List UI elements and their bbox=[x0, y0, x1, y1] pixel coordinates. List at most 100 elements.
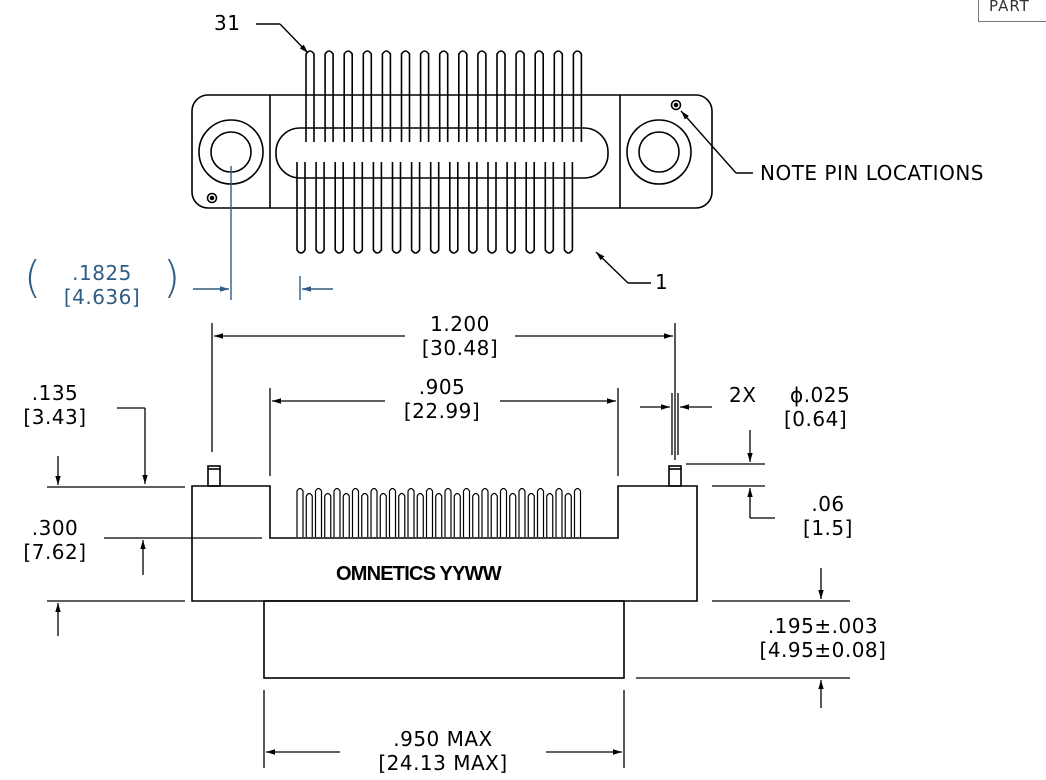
contact-pin-top bbox=[572, 50, 583, 142]
cavity-width-in: .905 bbox=[418, 375, 466, 399]
note-pin-locations: NOTE PIN LOCATIONS bbox=[760, 161, 984, 185]
front-contact bbox=[527, 492, 535, 537]
contact-pin-bottom bbox=[410, 162, 421, 254]
top-view bbox=[191, 50, 713, 254]
front-contact bbox=[462, 487, 471, 537]
front-contact bbox=[509, 492, 517, 537]
front-contact bbox=[342, 492, 350, 537]
overall-width-mm: [30.48] bbox=[421, 336, 499, 360]
front-contact bbox=[416, 492, 424, 537]
contact-pin-top bbox=[343, 50, 353, 142]
callout-pin-1: 1 bbox=[655, 270, 669, 294]
contact-pin-top bbox=[553, 50, 564, 142]
contact-pin-top bbox=[458, 50, 468, 142]
tail-height-mm: [4.95±0.08] bbox=[759, 638, 887, 662]
contact-pin-top bbox=[324, 50, 334, 142]
contact-pin-bottom bbox=[449, 162, 459, 254]
insulator-slot bbox=[275, 127, 609, 179]
note-pin-locations-leader bbox=[680, 110, 753, 174]
contact-pin-bottom bbox=[353, 162, 364, 254]
contact-pin-bottom bbox=[487, 162, 497, 254]
front-contact bbox=[407, 487, 415, 537]
front-contact bbox=[499, 487, 508, 537]
front-contact bbox=[435, 492, 443, 537]
right-mount-hole-inner bbox=[638, 131, 680, 173]
tail-width-in: .950 MAX bbox=[393, 727, 493, 751]
front-view-dimensions bbox=[47, 323, 850, 768]
reference-paren-close: ) bbox=[163, 252, 181, 303]
front-contact bbox=[546, 492, 554, 537]
pin-diameter-qty: 2X bbox=[729, 383, 757, 407]
overall-width-in: 1.200 bbox=[430, 312, 490, 336]
contact-pin-top bbox=[477, 50, 487, 142]
contact-pin-bottom bbox=[296, 162, 306, 254]
step-mm: [1.5] bbox=[803, 516, 853, 540]
front-contact bbox=[333, 487, 341, 537]
pin-row-top bbox=[305, 50, 583, 142]
connector-tail bbox=[263, 600, 625, 679]
callout-pin-31-leader bbox=[256, 23, 309, 54]
pin-offset-in: .1825 bbox=[72, 261, 132, 285]
body-height-in: .300 bbox=[31, 516, 79, 540]
contact-pin-top bbox=[419, 50, 430, 142]
front-contact bbox=[518, 487, 526, 537]
front-contact bbox=[398, 492, 406, 537]
front-contact bbox=[536, 487, 545, 537]
pin-offset-mm: [4.636] bbox=[63, 285, 141, 309]
contact-pin-top bbox=[305, 50, 315, 142]
front-contact bbox=[314, 487, 323, 537]
contact-pin-top bbox=[515, 50, 525, 142]
step-in: .06 bbox=[811, 492, 845, 516]
contact-pin-bottom bbox=[525, 162, 535, 254]
pin-row-bottom bbox=[296, 162, 574, 254]
front-contact bbox=[453, 492, 461, 537]
front-contact bbox=[379, 492, 387, 537]
contact-pin-bottom bbox=[544, 162, 555, 254]
front-contact bbox=[573, 487, 582, 537]
front-contact bbox=[324, 492, 332, 537]
front-view bbox=[191, 465, 698, 679]
contact-pin-top bbox=[400, 50, 411, 142]
front-contact bbox=[490, 492, 498, 537]
contact-pin-bottom bbox=[563, 162, 574, 254]
callout-pin-1-leader bbox=[595, 251, 651, 284]
reference-paren-open: ( bbox=[24, 252, 42, 303]
tail-height-in: .195±.003 bbox=[767, 614, 879, 638]
front-contact bbox=[564, 492, 572, 537]
front-contact bbox=[388, 487, 397, 537]
tail-width-mm: [24.13 MAX] bbox=[378, 751, 508, 775]
contact-pin-top bbox=[381, 50, 392, 142]
body-height-mm: [7.62] bbox=[23, 540, 87, 564]
front-contact bbox=[296, 487, 304, 537]
body-marking: OMNETICS YYWW bbox=[336, 563, 502, 585]
contact-pin-bottom bbox=[391, 162, 402, 254]
contact-pin-bottom bbox=[315, 162, 325, 254]
contact-pin-bottom bbox=[429, 162, 440, 254]
reference-dimension-pin-offset bbox=[193, 166, 333, 300]
contact-pin-bottom bbox=[372, 162, 383, 254]
front-contact bbox=[305, 492, 313, 537]
front-contact bbox=[361, 492, 369, 537]
right-mount-hole-outer bbox=[626, 119, 692, 185]
part-label: PART bbox=[989, 0, 1030, 15]
front-contact bbox=[555, 487, 563, 537]
title-block-corner: PART bbox=[978, 0, 1046, 22]
contact-pin-bottom bbox=[334, 162, 344, 254]
contact-pin-top bbox=[496, 50, 506, 142]
locator-pin-right bbox=[670, 99, 682, 111]
guide-post-right bbox=[668, 465, 682, 487]
contact-pin-top bbox=[362, 50, 373, 142]
pin-diameter-mm: [0.64] bbox=[784, 407, 848, 431]
front-contact bbox=[370, 487, 378, 537]
front-contact bbox=[351, 487, 360, 537]
callout-pin-31: 31 bbox=[214, 11, 241, 35]
post-height-in: .135 bbox=[31, 381, 79, 405]
front-contact bbox=[481, 487, 489, 537]
contact-pin-bottom bbox=[506, 162, 516, 254]
flange-outline bbox=[191, 94, 713, 209]
cavity-width-mm: [22.99] bbox=[403, 399, 481, 423]
front-contact bbox=[444, 487, 452, 537]
contact-pin-bottom bbox=[468, 162, 478, 254]
pin-diameter-in: ϕ.025 bbox=[790, 383, 851, 407]
